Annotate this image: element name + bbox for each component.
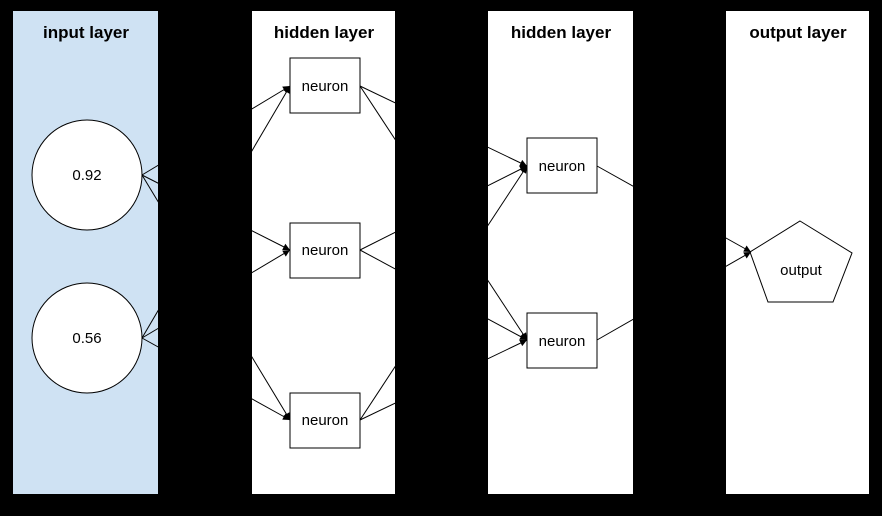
hidden1-neuron-3-label: neuron	[302, 412, 349, 429]
panel-hidden-layer-2	[488, 11, 633, 494]
hidden-layer-1-title: hidden layer	[274, 23, 375, 42]
hidden2-neuron-2	[526, 312, 598, 369]
edge-input2-hidden1n2	[141, 249, 291, 339]
hidden1-neuron-1-label: neuron	[302, 78, 349, 95]
hidden1-neuron-1	[289, 57, 361, 114]
hidden1-neuron-2-label: neuron	[302, 242, 349, 259]
edge-input1-hidden1n3	[141, 174, 291, 421]
edge-hidden1n2-hidden2n2	[359, 249, 528, 341]
edge-input1-hidden1n1	[141, 85, 291, 176]
hidden2-neuron-1	[526, 137, 598, 194]
edge-hidden1n1-hidden2n2	[359, 85, 528, 341]
output-node-pentagon	[749, 220, 853, 303]
edge-hidden1n3-hidden2n2	[359, 339, 528, 421]
hidden1-neuron-3	[289, 392, 361, 449]
edge-hidden1n1-hidden2n1	[359, 85, 528, 167]
output-layer-title: output layer	[749, 23, 847, 42]
edge-hidden1n3-hidden2n1	[359, 165, 528, 421]
edge-input2-hidden1n3	[141, 337, 291, 421]
input-layer-title: input layer	[43, 23, 129, 42]
edge-hidden2n1-output	[596, 165, 752, 253]
edge-hidden1n2-hidden2n1	[359, 165, 528, 251]
edge-hidden2n2-output	[596, 251, 752, 341]
hidden-layer-2-title: hidden layer	[511, 23, 612, 42]
output-node-label: output	[780, 262, 823, 279]
hidden2-neuron-1-label: neuron	[539, 158, 586, 175]
panel-input-layer	[13, 11, 158, 494]
input-node-1-value: 0.92	[72, 167, 101, 184]
input-node-2-value: 0.56	[72, 330, 101, 347]
hidden2-neuron-2-label: neuron	[539, 333, 586, 350]
edge-input2-hidden1n1	[141, 85, 291, 339]
